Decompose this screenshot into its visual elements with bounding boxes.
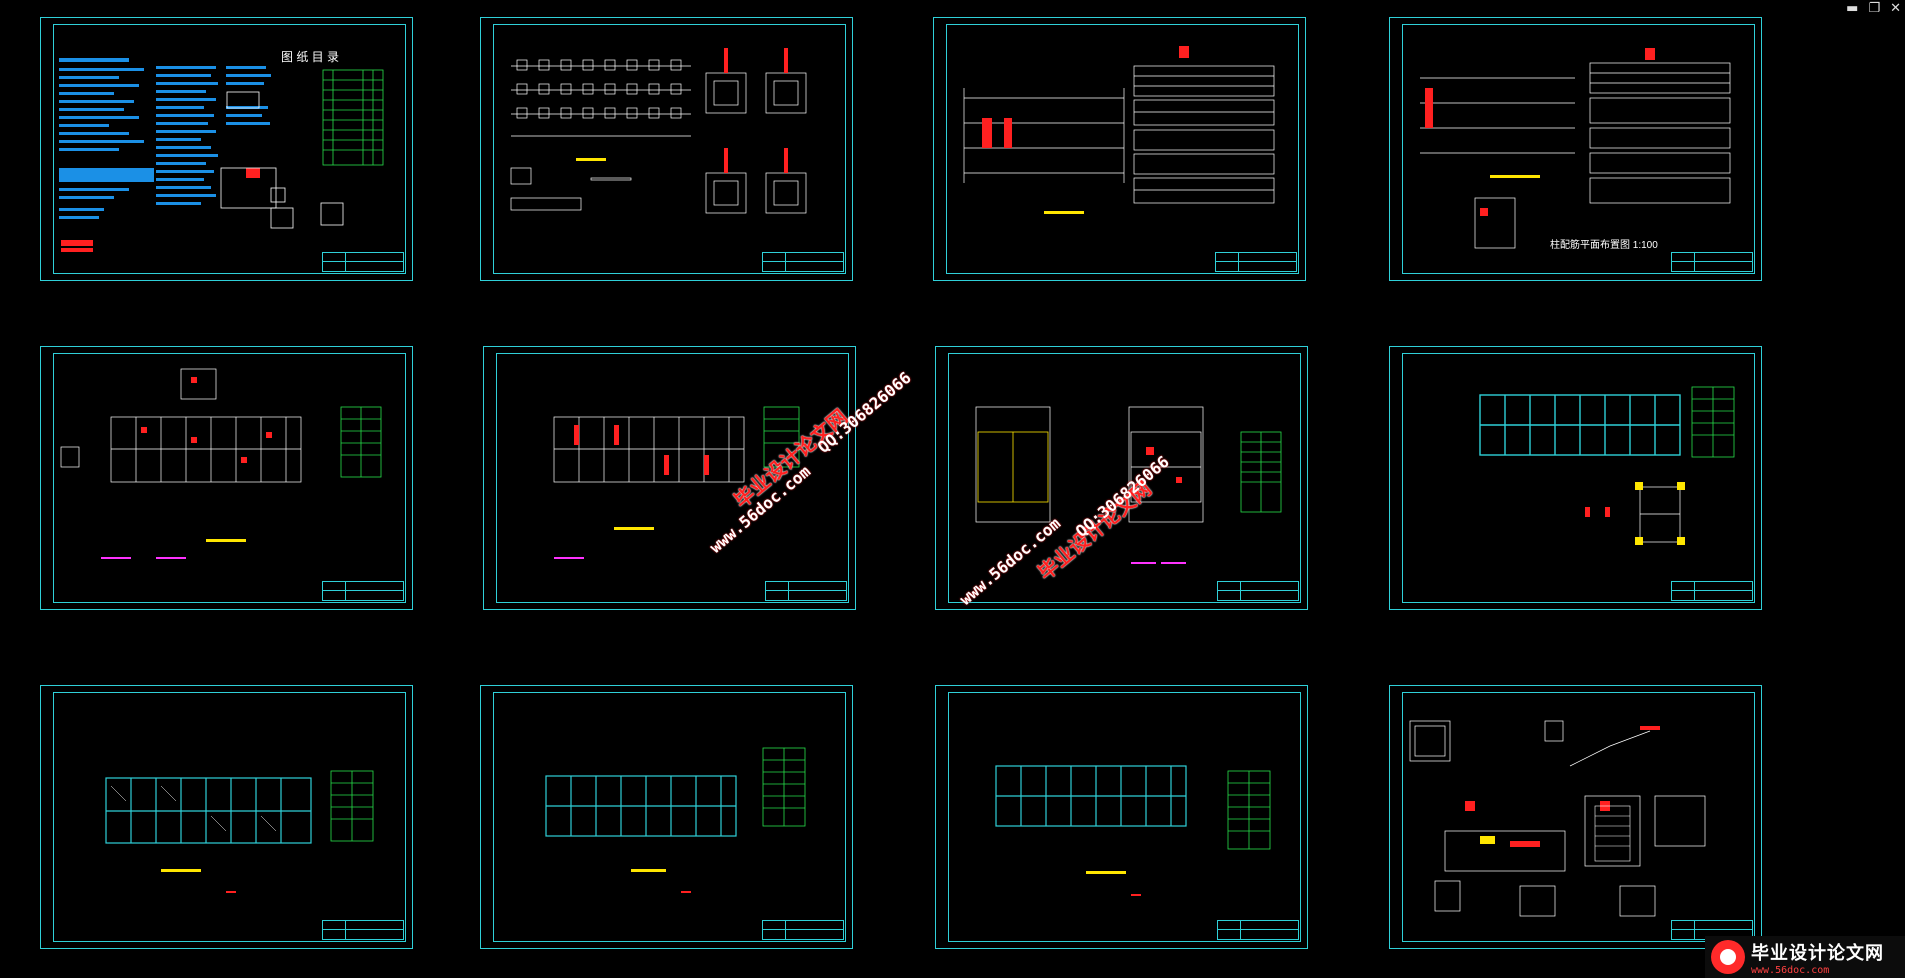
- drawing-canvas: [510, 48, 807, 214]
- sheet-inner-frame: [493, 692, 846, 942]
- drawing-canvas: 图 纸 目 录: [59, 50, 384, 252]
- sheet-inner-frame: [493, 24, 846, 274]
- drawing-canvas: [995, 765, 1271, 896]
- sheet-design-notes[interactable]: 图 纸 目 录: [40, 17, 413, 281]
- sheet-inner-frame: [1402, 353, 1755, 603]
- brand-logo: 毕业设计论文网 www.56doc.com: [1705, 936, 1905, 978]
- title-block: [1217, 581, 1299, 601]
- sheet-slab-plan-2[interactable]: [480, 685, 853, 949]
- sheet-inner-frame: [1402, 692, 1755, 942]
- title-block: [1671, 252, 1753, 272]
- sheet-inner-frame: [948, 353, 1301, 603]
- title-block: [322, 581, 404, 601]
- sheet-beam-plan-2[interactable]: [483, 346, 856, 610]
- logo-icon: [1711, 940, 1745, 974]
- title-block: [762, 252, 844, 272]
- drawing-canvas: [963, 46, 1275, 214]
- sheet-slab-plan-3[interactable]: [935, 685, 1308, 949]
- sheet-column-plan-1[interactable]: [933, 17, 1306, 281]
- drawing-canvas: [105, 770, 374, 893]
- drawing-canvas: [553, 406, 800, 559]
- sheet-title: 图 纸 目 录: [281, 50, 339, 64]
- drawing-canvas: 柱配筋平面布置图 1:100: [1420, 48, 1731, 251]
- title-block: [322, 252, 404, 272]
- sheet-title: 柱配筋平面布置图 1:100: [1550, 238, 1658, 251]
- sheet-inner-frame: [1402, 24, 1755, 274]
- minimize-icon[interactable]: ▬: [1846, 1, 1859, 16]
- logo-url: www.56doc.com: [1751, 964, 1830, 976]
- sheet-slab-plan-1[interactable]: [40, 685, 413, 949]
- drawing-canvas: [1409, 720, 1706, 917]
- sheet-inner-frame: [946, 24, 1299, 274]
- title-block: [1215, 252, 1297, 272]
- sheet-beam-plan-1[interactable]: [40, 346, 413, 610]
- sheet-inner-frame: [948, 692, 1301, 942]
- sheet-inner-frame: [53, 24, 406, 274]
- title-block: [322, 920, 404, 940]
- sheet-stair-detail[interactable]: [935, 346, 1308, 610]
- title-block: [1217, 920, 1299, 940]
- restore-icon[interactable]: ❐: [1868, 1, 1881, 16]
- drawing-canvas: [60, 368, 382, 559]
- drawing-canvas: [1479, 386, 1735, 545]
- sheet-inner-frame: [53, 353, 406, 603]
- sheet-node-details[interactable]: [1389, 685, 1762, 949]
- close-icon[interactable]: ✕: [1890, 1, 1901, 16]
- title-block: [765, 581, 847, 601]
- logo-title: 毕业设计论文网: [1751, 942, 1884, 964]
- sheet-column-plan-2[interactable]: 柱配筋平面布置图 1:100: [1389, 17, 1762, 281]
- sheet-inner-frame: [53, 692, 406, 942]
- drawing-canvas: [975, 406, 1282, 564]
- sheet-roof-plan[interactable]: [1389, 346, 1762, 610]
- title-block: [1671, 581, 1753, 601]
- sheet-foundation-plan[interactable]: [480, 17, 853, 281]
- title-block: [762, 920, 844, 940]
- sheet-inner-frame: [496, 353, 849, 603]
- drawing-canvas: [545, 747, 806, 893]
- window-controls: ▬ ❐ ✕: [1846, 0, 1901, 18]
